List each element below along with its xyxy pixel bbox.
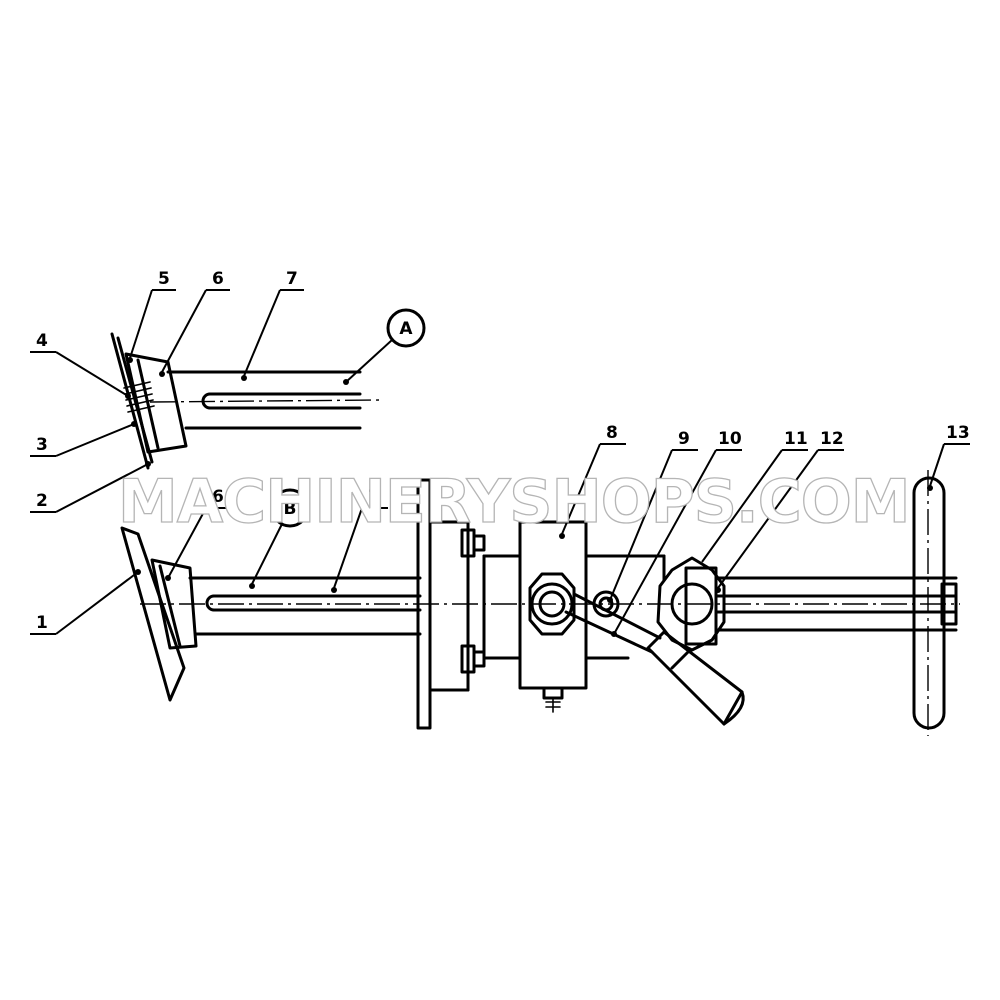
label-7-bottom: 7 — [368, 487, 380, 507]
label-3: 3 — [36, 435, 48, 455]
handwheel-13 — [912, 476, 946, 730]
star-knob-12 — [656, 556, 726, 652]
label-13: 13 — [946, 423, 970, 443]
cutter-plate-1 — [120, 526, 186, 702]
leader-lines — [30, 289, 970, 637]
label-4: 4 — [36, 331, 48, 351]
label-6-bottom: 6 — [212, 487, 224, 507]
callout-b-circle — [270, 488, 310, 528]
handle-grip — [646, 630, 744, 726]
callout-b-label: B — [284, 499, 297, 519]
label-7-top: 7 — [286, 269, 298, 289]
callout-a-label: A — [399, 319, 413, 339]
label-1: 1 — [36, 613, 48, 633]
label-9: 9 — [678, 429, 690, 449]
label-10: 10 — [718, 429, 742, 449]
plate-2 — [110, 332, 150, 470]
lever-10 — [564, 610, 654, 654]
detail-callouts: A B — [270, 308, 426, 528]
label-8: 8 — [606, 423, 618, 443]
watermark: MACHINERYSHOPS.COM — [118, 467, 909, 537]
label-12: 12 — [820, 429, 844, 449]
main-assembly — [120, 470, 960, 736]
part-labels: 5 6 7 4 3 2 1 6 7 8 9 10 11 12 13 — [36, 269, 970, 633]
hub-6-bottom — [150, 558, 198, 650]
detail-a-assembly — [110, 332, 381, 470]
label-11: 11 — [784, 429, 808, 449]
pinion-nut — [528, 572, 576, 636]
label-6-top: 6 — [212, 269, 224, 289]
label-2: 2 — [36, 491, 48, 511]
hub-6-top — [124, 352, 188, 454]
callout-a-circle — [386, 308, 426, 348]
label-5: 5 — [158, 269, 170, 289]
